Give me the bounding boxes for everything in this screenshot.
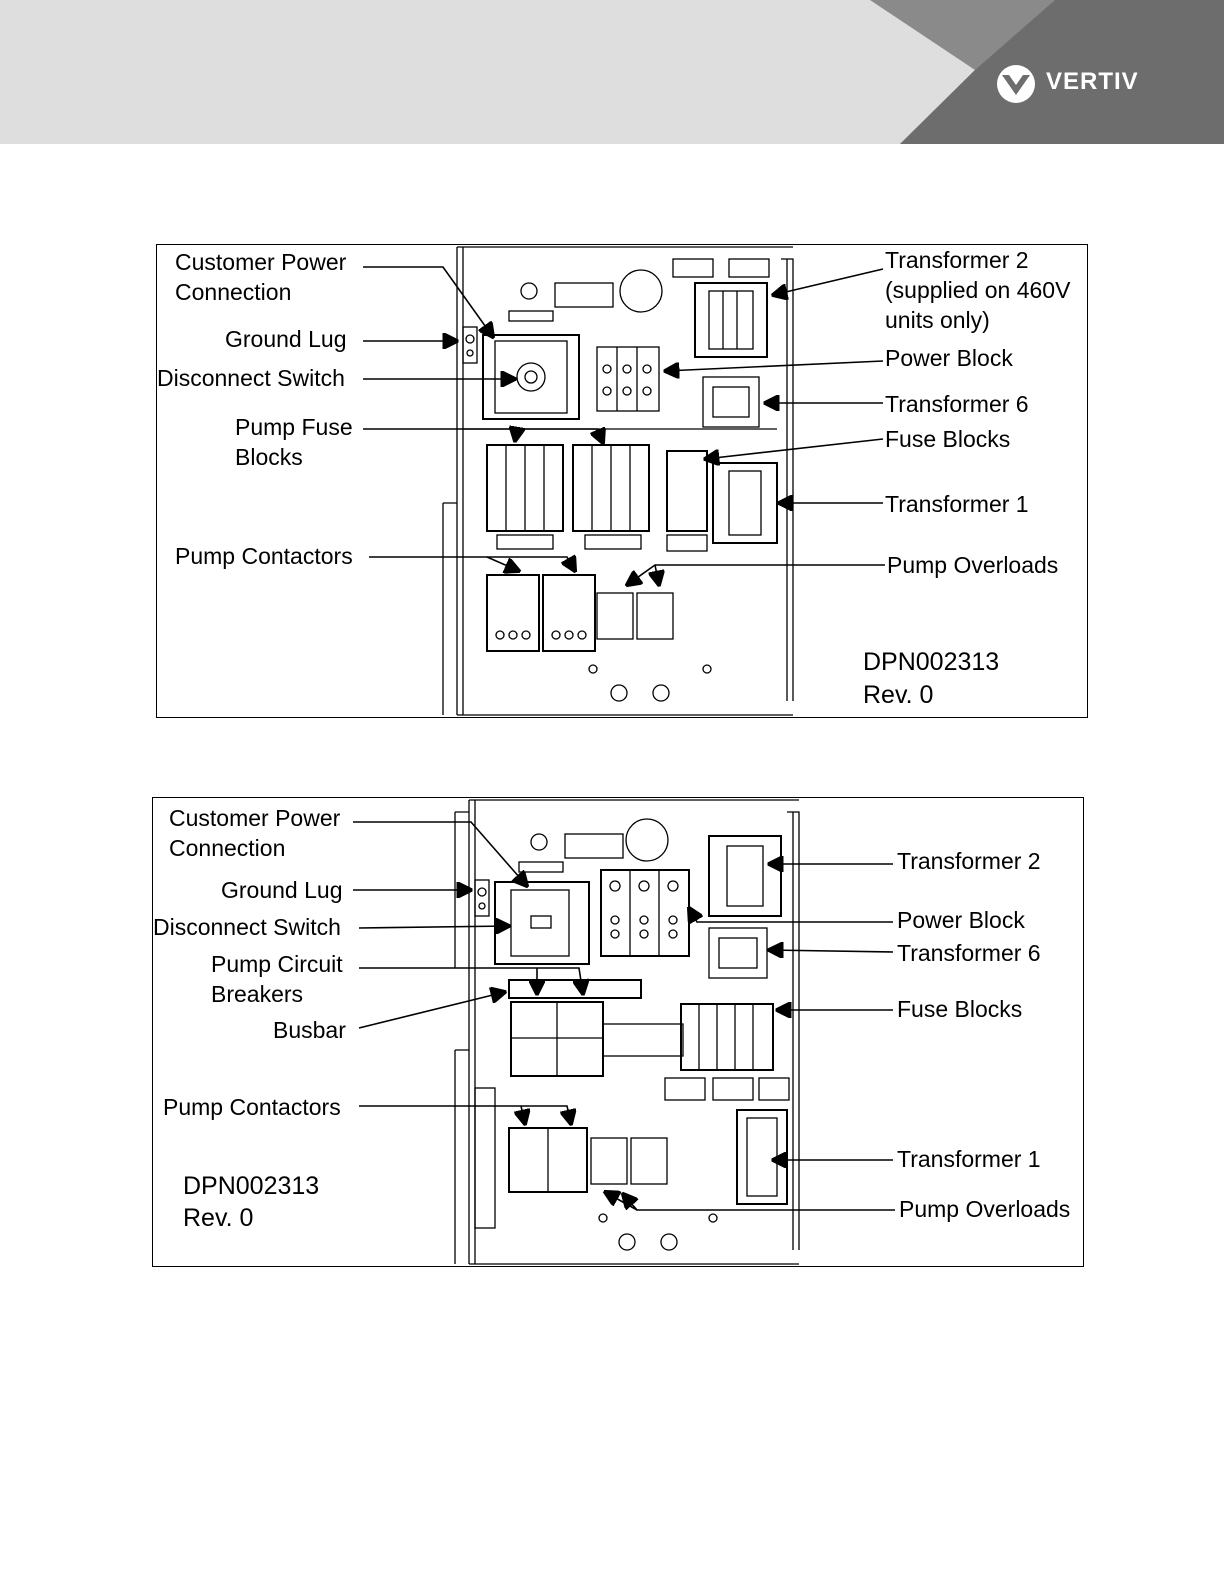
vertiv-chevron-logo-icon [997,65,1035,103]
copper-conductors-label-plate [564,833,624,859]
leader-lines-2 [353,821,895,1211]
enclosure-right-edge [787,811,800,1250]
transformer6-drawing [702,376,760,428]
enclosure-flange [454,811,469,1264]
leader-pump-contactors [369,557,575,571]
leader-customer-power [363,266,493,337]
label-customer-power-connection: Customer Power Connection [175,249,347,305]
panel-drawing-2 [454,799,800,1265]
pump-overload-2 [636,592,674,640]
knockout-small [520,282,538,300]
enclosure-flange [442,502,457,715]
label-pump-fuse-blocks: Pump Fuse Blocks [235,414,353,470]
transformer2-drawing [694,282,768,358]
leader-busbar [358,992,505,1029]
knockout-large [619,269,663,313]
fuse-blocks-drawing [680,1003,774,1071]
label-fuse-blocks: Fuse Blocks [897,996,1023,1022]
vertiv-logo: VERTIV [996,62,1156,106]
fuse-label-2 [584,534,642,550]
transformer6-drawing [708,927,768,979]
label-pump-overloads: Pump Overloads [899,1196,1071,1222]
label-disconnect-switch: Disconnect Switch [153,914,341,940]
label-transformer-2: Transformer 2 (supplied on 460V units on… [885,247,1071,333]
label-power-block: Power Block [897,907,1025,933]
label-ground-lug: Ground Lug [221,877,343,903]
leader-transformer2 [773,268,884,295]
disconnect-switch-drawing [482,334,580,420]
pump-contactor-2 [542,574,596,652]
leader-lines-1 [363,266,885,717]
ground-lug-drawing [474,879,490,917]
panel-drawing-1 [442,246,794,716]
enclosure-outline [456,246,793,716]
leader-pump-fuse [363,429,603,443]
label-pump-contactors: Pump Contactors [163,1094,341,1120]
label-customer-power-connection: Customer Power Connection [169,805,341,861]
label-busbar: Busbar [273,1017,346,1043]
leader-fuse-blocks [705,438,884,459]
pump-overload-2 [630,1137,668,1185]
label-fuse-blocks: Fuse Blocks [885,426,1011,452]
leader-power-block [689,908,893,922]
label-power-block: Power Block [885,345,1013,371]
fuse-blocks-drawing [666,450,708,532]
label-disconnect-switch: Disconnect Switch [157,365,345,391]
label-transformer-6: Transformer 6 [897,940,1041,966]
leader-transformer6 [769,950,894,952]
leader-pump-overloads [623,1194,895,1211]
copper-conductors-label-plate [554,282,614,308]
ground-lug-drawing [462,326,478,364]
document-number: DPN002313 Rev. 0 [183,1172,320,1232]
enclosure-right-edge [781,258,794,701]
electrical-panel-diagram-2: Customer Power Connection Ground Lug Dis… [152,797,1084,1267]
document-number: DPN002313 Rev. 0 [863,648,1000,709]
fuse-label-1 [496,534,554,550]
brand-name: VERTIV [1046,68,1139,95]
power-block-drawing [596,346,660,412]
label-pump-contactors: Pump Contactors [175,543,353,569]
leader-power-block [665,360,884,371]
terminal-strip [474,1087,496,1229]
page-header: VERTIV [0,0,1224,144]
leader-pump-contactors [359,1105,571,1124]
l1-l2-l3-label [518,861,564,873]
enclosure-outline [468,799,799,1265]
label-ground-lug: Ground Lug [225,326,347,352]
header-accent-dark [900,0,1224,144]
pump-overload-1 [596,592,634,640]
label-pump-circuit-breakers: Pump Circuit Breakers [211,951,343,1007]
label-transformer-2: Transformer 2 [897,848,1041,874]
label-transformer-1: Transformer 1 [897,1146,1041,1172]
pump-contactor-1 [486,574,540,652]
leader-customer-power [353,821,527,886]
label-pump-overloads: Pump Overloads [887,552,1059,578]
pump-overload-1 [590,1137,628,1185]
leader-disconnect [358,926,509,928]
leader-pump-overloads [627,564,885,585]
leader-pump-circuit-breakers [359,967,583,994]
electrical-panel-diagram-1: Customer Power Connection Ground Lug Dis… [156,244,1088,718]
transformer2-label-plate [672,258,714,278]
l1-l2-l3-label [508,310,554,322]
transformer1-drawing [712,462,778,544]
label-transformer-1: Transformer 1 [885,491,1029,517]
transformer2-drawing [708,835,782,917]
label-transformer-6: Transformer 6 [885,391,1029,417]
